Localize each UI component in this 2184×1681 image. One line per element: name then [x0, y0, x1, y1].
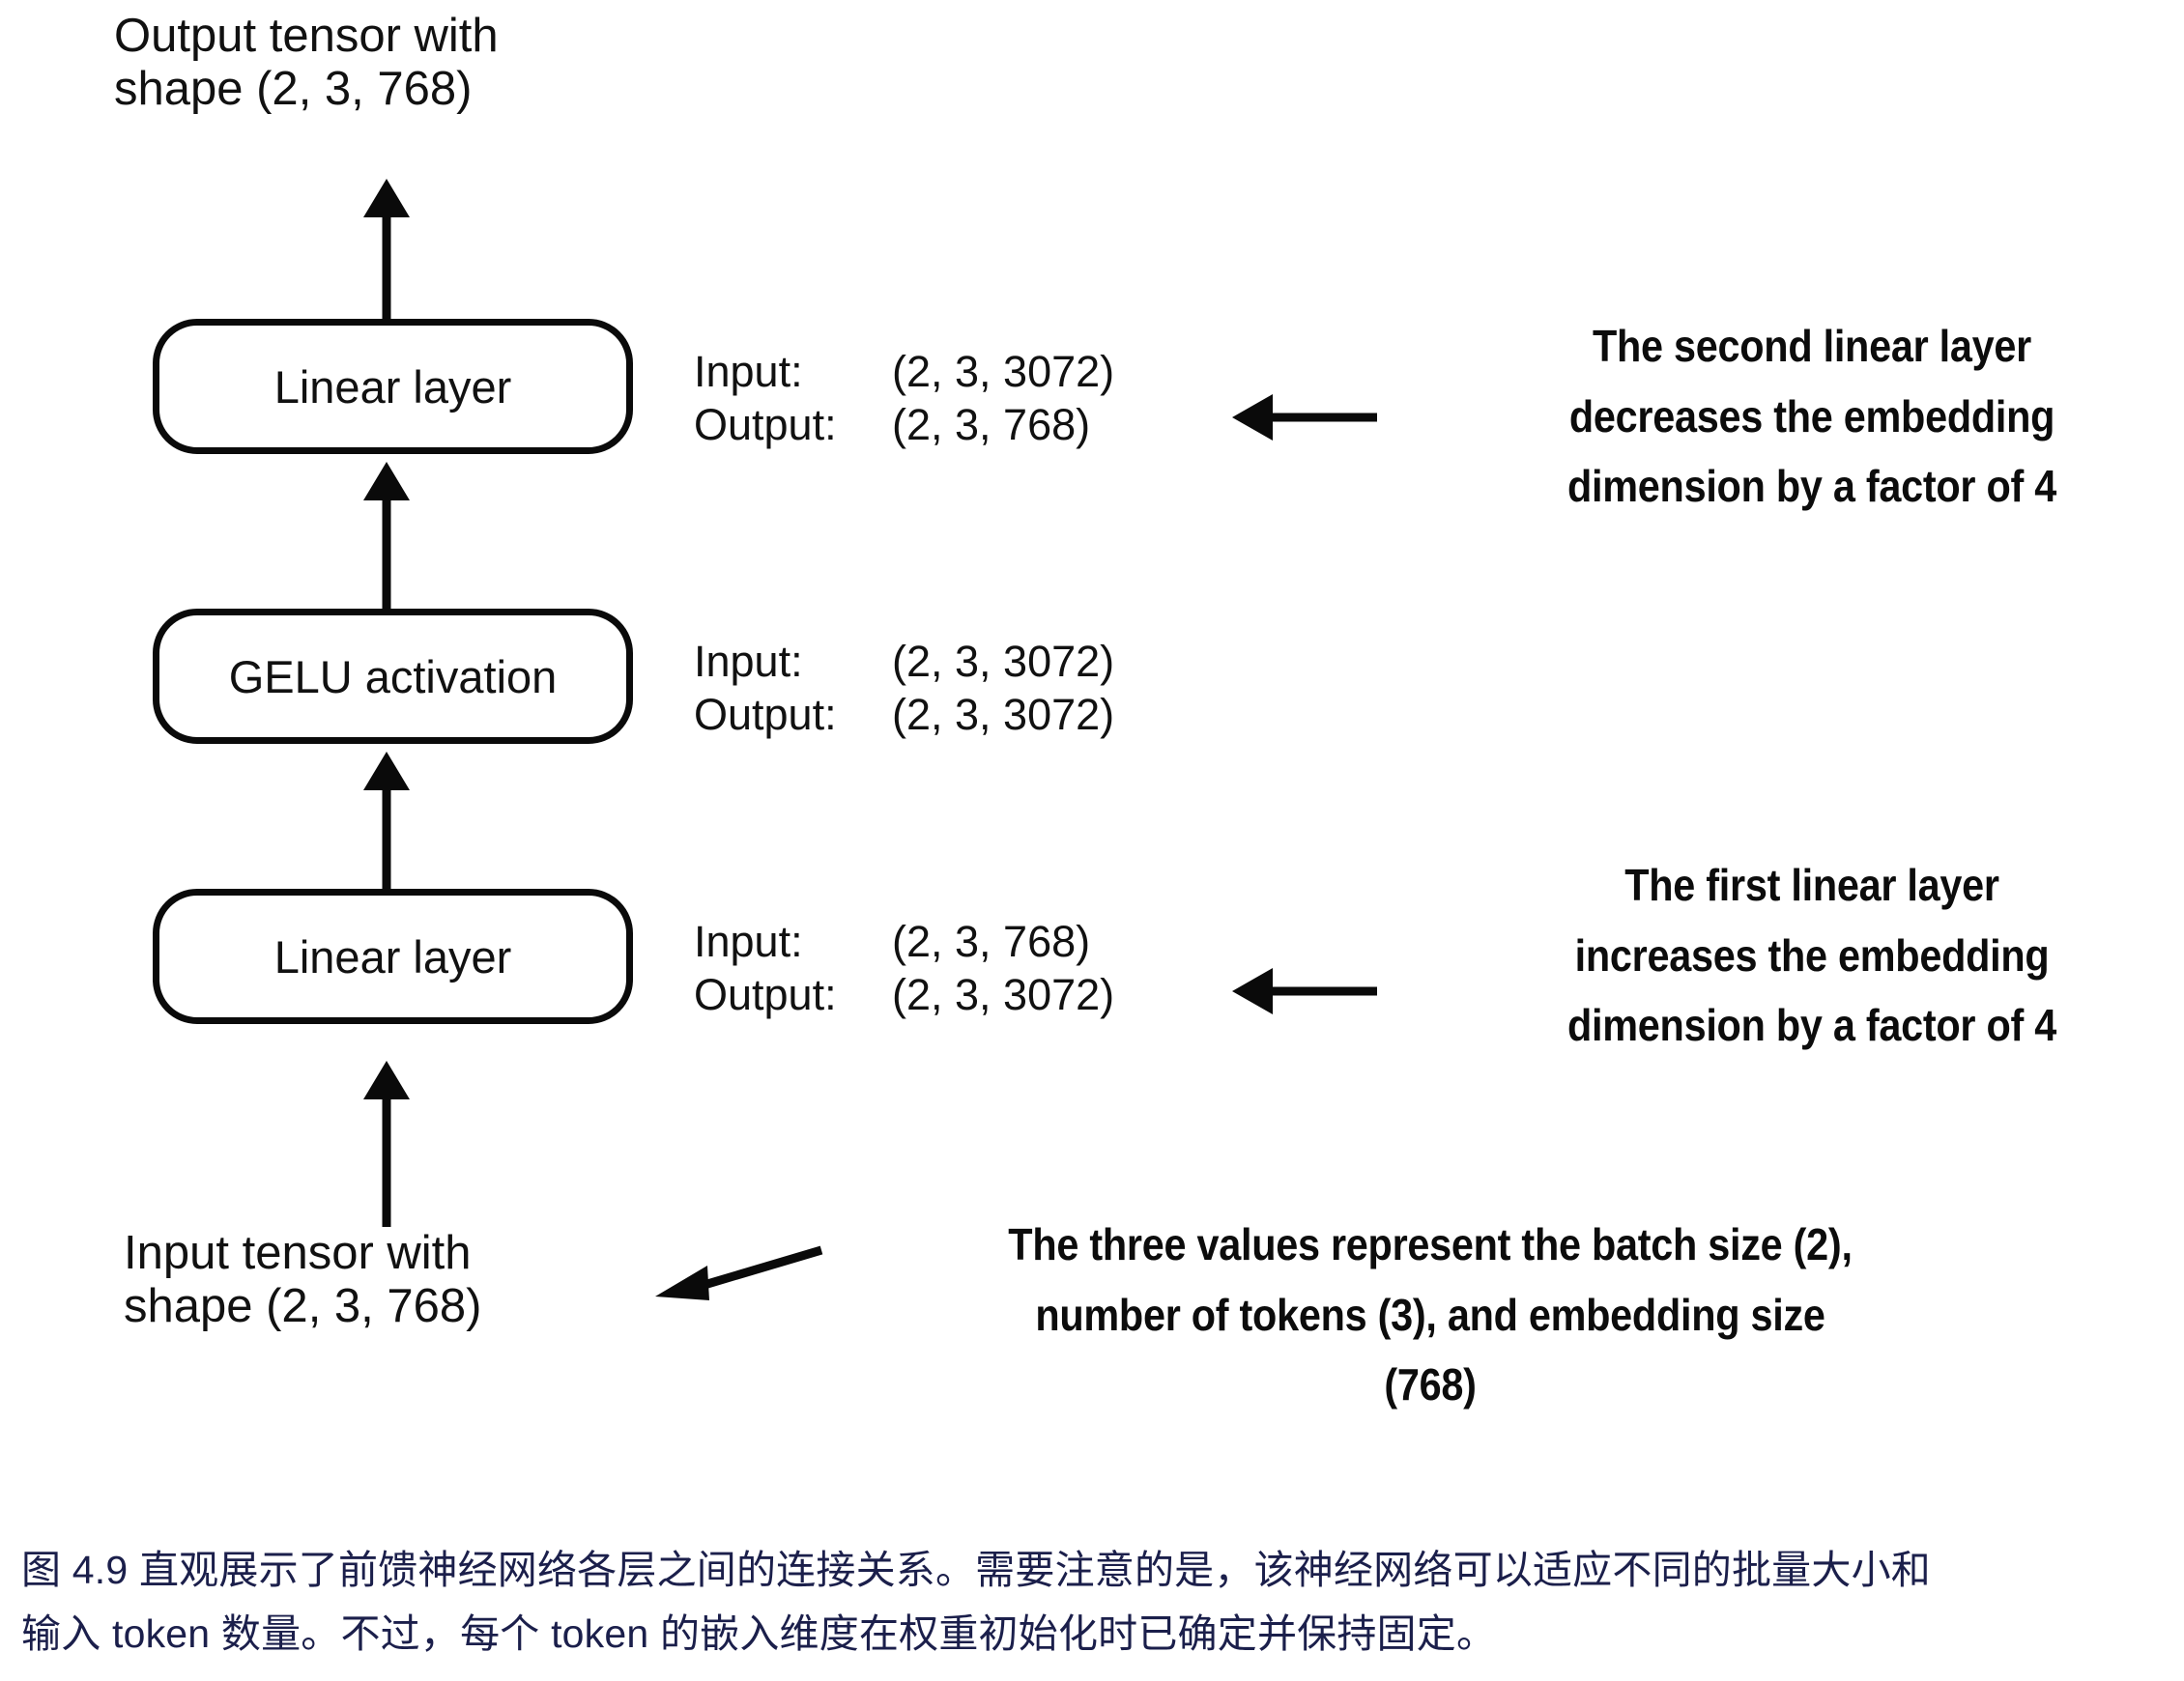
annotation-line: decreases the embedding	[1568, 390, 2055, 442]
arrow-up-input-to-linear1	[363, 1061, 410, 1227]
arrow-shaft	[1263, 986, 1377, 996]
io-input-row: Input: (2, 3, 3072)	[694, 346, 1114, 399]
node-linear-layer-2[interactable]: Linear layer	[153, 319, 633, 454]
io-output-key: Output:	[694, 969, 837, 1019]
io-input-key: Input:	[694, 637, 803, 686]
node-label: GELU activation	[228, 650, 558, 702]
input-tensor-label: Input tensor with shape (2, 3, 768)	[124, 1227, 482, 1332]
io-output-key: Output:	[694, 689, 837, 739]
arrow-left-first-linear	[1232, 968, 1377, 1014]
annotation-first-linear: The first linear layer increases the emb…	[1512, 850, 2112, 1061]
arrow-shaft	[382, 210, 391, 322]
io-input-value: (2, 3, 3072)	[892, 637, 1115, 686]
io-output-value: (2, 3, 768)	[892, 399, 1091, 449]
arrow-up-linear1-to-gelu	[363, 752, 410, 898]
io-spec-linear-layer-2: Input: (2, 3, 3072) Output: (2, 3, 768)	[694, 346, 1114, 452]
annotation-line: dimension by a factor of 4	[1567, 461, 2056, 512]
io-input-row: Input: (2, 3, 3072)	[694, 636, 1114, 689]
arrow-left-second-linear	[1232, 394, 1377, 441]
io-output-value: (2, 3, 3072)	[892, 689, 1115, 739]
io-input-value: (2, 3, 3072)	[892, 347, 1115, 396]
node-label: Linear layer	[273, 930, 512, 983]
node-gelu-activation[interactable]: GELU activation	[153, 609, 633, 744]
io-input-key: Input:	[694, 917, 803, 966]
annotation-line: The second linear layer	[1593, 321, 2031, 371]
annotation-line: number of tokens (3), and embedding size	[1035, 1289, 1825, 1340]
io-output-row: Output: (2, 3, 3072)	[694, 969, 1114, 1022]
annotation-second-linear: The second linear layer decreases the em…	[1512, 311, 2112, 522]
annotation-line: The three values represent the batch siz…	[1008, 1219, 1853, 1269]
arrow-up-to-output	[363, 179, 410, 322]
io-output-value: (2, 3, 3072)	[892, 969, 1115, 1019]
arrow-shaft	[382, 783, 391, 898]
io-input-key: Input:	[694, 347, 803, 396]
io-spec-linear-layer-1: Input: (2, 3, 768) Output: (2, 3, 3072)	[694, 916, 1114, 1022]
annotation-line: The first linear layer	[1624, 860, 1999, 910]
io-input-value: (2, 3, 768)	[892, 917, 1091, 966]
caption-line-2: 输入 token 数量。不过，每个 token 的嵌入维度在权重初始化时已确定并…	[21, 1611, 1497, 1657]
io-output-row: Output: (2, 3, 768)	[694, 399, 1114, 452]
arrow-slanted-to-input-label	[638, 1237, 831, 1324]
caption-line-1: 图 4.9 直观展示了前馈神经网络各层之间的连接关系。需要注意的是，该神经网络可…	[21, 1548, 1931, 1592]
annotation-line: (768)	[1384, 1359, 1477, 1410]
io-output-key: Output:	[694, 399, 837, 449]
io-output-row: Output: (2, 3, 3072)	[694, 689, 1114, 742]
node-label: Linear layer	[273, 360, 512, 413]
io-spec-gelu-activation: Input: (2, 3, 3072) Output: (2, 3, 3072)	[694, 636, 1114, 742]
annotation-line: increases the embedding	[1574, 929, 2050, 981]
arrow-shaft	[382, 1092, 391, 1227]
figure-caption: 图 4.9 直观展示了前馈神经网络各层之间的连接关系。需要注意的是，该神经网络可…	[21, 1538, 2167, 1667]
annotation-line: dimension by a factor of 4	[1567, 1000, 2056, 1051]
io-input-row: Input: (2, 3, 768)	[694, 916, 1114, 969]
arrow-slanted-icon	[655, 1245, 823, 1300]
output-tensor-label: Output tensor with shape (2, 3, 768)	[114, 10, 499, 115]
arrow-shaft	[1263, 413, 1377, 422]
node-linear-layer-1[interactable]: Linear layer	[153, 889, 633, 1024]
annotation-three-values: The three values represent the batch siz…	[891, 1210, 1969, 1420]
arrow-shaft	[382, 493, 391, 609]
arrow-up-gelu-to-linear2	[363, 462, 410, 609]
